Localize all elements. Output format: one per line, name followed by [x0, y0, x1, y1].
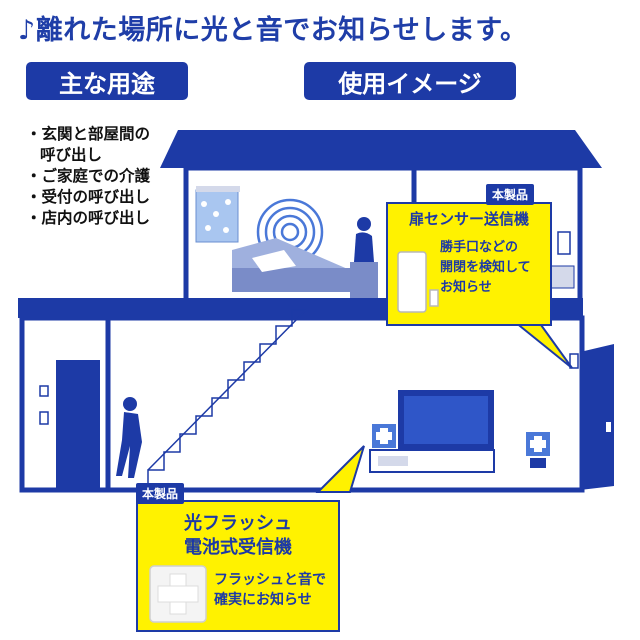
house-roof — [160, 130, 602, 168]
door-sensor-mounted — [569, 353, 579, 369]
use-item: ・店内の呼び出し — [26, 209, 151, 227]
intercom-panel — [557, 231, 571, 255]
flash-receiver-product-icon — [149, 565, 207, 623]
walking-person-icon — [116, 397, 142, 478]
sensor-callout: 扉センサー送信機 勝手口などの 開閉を検知して お知らせ — [386, 202, 552, 326]
receiver-callout: 光フラッシュ 電池式受信機 フラッシュと音で 確実にお知らせ — [136, 500, 340, 632]
receiver-desc-line: 確実にお知らせ — [214, 592, 312, 608]
television — [369, 390, 495, 473]
use-item-continued: 呼び出し — [40, 146, 103, 164]
use-item: ・受付の呼び出し — [26, 188, 151, 206]
wall-switch-top — [39, 385, 49, 397]
use-item: ・ご家庭での介護 — [26, 167, 151, 185]
door-sensor-product-icon — [397, 251, 439, 313]
side-door — [580, 344, 614, 490]
staircase — [147, 309, 307, 490]
sensor-title: 扉センサー送信機 — [408, 210, 529, 228]
receiver-product-badge: 本製品 — [136, 483, 185, 504]
uses-list: ・玄関と部屋間の 呼び出し ・ご家庭での介護 ・受付の呼び出し ・店内の呼び出し — [26, 124, 150, 229]
section-usage-image-label: 使用イメージ — [304, 62, 516, 100]
wall-switch-bottom — [39, 411, 49, 425]
person-phone-icon — [354, 217, 374, 262]
use-item: ・玄関と部屋間の — [26, 125, 151, 143]
sensor-desc-line: お知らせ — [440, 280, 492, 295]
receiver-description: フラッシュと音で 確実にお知らせ — [214, 570, 326, 610]
sensor-description: 勝手口などの 開閉を検知して お知らせ — [440, 238, 531, 298]
bed — [232, 238, 378, 298]
sensor-product-badge: 本製品 — [486, 184, 535, 205]
window-curtains — [195, 186, 240, 243]
front-door — [56, 360, 100, 490]
side-door-handle — [606, 422, 611, 432]
receiver-title-line: 電池式受信機 — [184, 537, 292, 558]
receiver-desc-line: フラッシュと音で — [214, 572, 326, 588]
section-main-use-label: 主な用途 — [26, 62, 188, 100]
flash-receiver-outlet-icon — [526, 432, 550, 468]
headline: ♪離れた場所に光と音でお知らせします。 — [18, 15, 528, 46]
receiver-title-line: 光フラッシュ — [184, 513, 292, 534]
receiver-callout-pointer — [315, 445, 365, 493]
sensor-desc-line: 開閉を検知して — [440, 260, 531, 275]
flash-receiver-icon — [372, 424, 396, 448]
sensor-desc-line: 勝手口などの — [440, 240, 519, 255]
receiver-title: 光フラッシュ 電池式受信機 — [138, 512, 338, 560]
